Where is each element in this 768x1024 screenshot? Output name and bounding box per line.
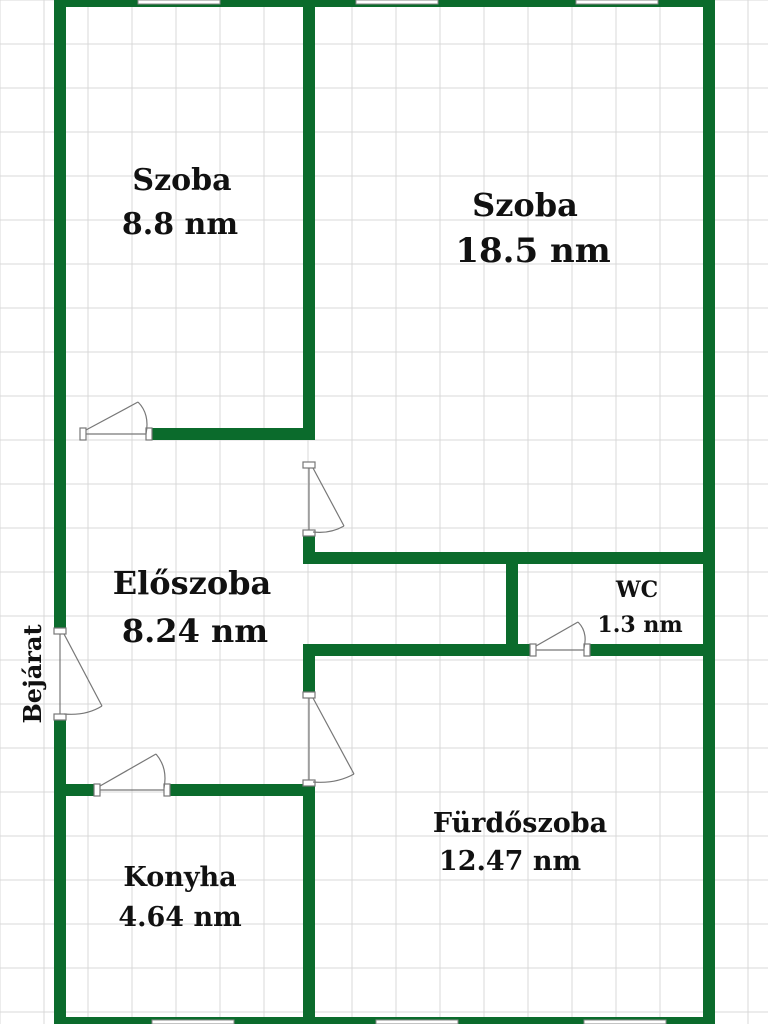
wc-name: WC xyxy=(615,577,658,603)
room-labels: Szoba 8.8 nm Szoba 18.5 nm Előszoba 8.24… xyxy=(113,163,683,933)
szoba-large-name: Szoba xyxy=(472,186,578,224)
outer-wall-right xyxy=(703,0,715,1024)
wall-furdo-left-upper xyxy=(303,644,315,696)
entrance-label: Bejárat xyxy=(18,624,47,723)
door-szoba-small xyxy=(79,401,153,441)
window-top-3 xyxy=(575,0,659,5)
furdoszoba-name: Fürdőszoba xyxy=(433,808,607,839)
window-top-2 xyxy=(355,0,439,5)
wc-area: 1.3 nm xyxy=(597,612,682,638)
window-top-1 xyxy=(137,0,221,5)
doors xyxy=(53,401,591,797)
windows xyxy=(137,0,667,1024)
wall-wc-left xyxy=(506,552,518,656)
outer-wall-left-lower xyxy=(54,716,66,1024)
wall-szoba-small-bottom-right xyxy=(150,428,310,440)
furdoszoba-area: 12.47 nm xyxy=(439,846,581,877)
eloszoba-name: Előszoba xyxy=(113,564,272,602)
szoba-large-area: 18.5 nm xyxy=(455,231,610,271)
wall-furdo-top-left xyxy=(303,644,533,656)
wall-konyha-top-right xyxy=(168,784,315,796)
wall-furdo-left-lower xyxy=(303,784,315,1024)
door-konyha xyxy=(93,753,171,797)
door-szoba-large xyxy=(302,461,345,537)
wall-szoba-divider xyxy=(303,0,315,440)
konyha-area: 4.64 nm xyxy=(118,902,241,933)
door-furdoszoba xyxy=(302,691,355,787)
door-wc xyxy=(529,621,591,657)
eloszoba-area: 8.24 nm xyxy=(122,612,268,650)
door-entrance xyxy=(53,627,103,721)
wall-furdo-top-right xyxy=(586,644,715,656)
wall-konyha-top-left xyxy=(54,784,96,796)
outer-wall-left-upper xyxy=(54,0,66,632)
window-bottom-2 xyxy=(375,1019,459,1024)
szoba-small-area: 8.8 nm xyxy=(122,207,238,242)
konyha-name: Konyha xyxy=(123,862,236,893)
szoba-small-name: Szoba xyxy=(132,163,231,198)
window-bottom-1 xyxy=(151,1019,235,1024)
window-bottom-3 xyxy=(583,1019,667,1024)
